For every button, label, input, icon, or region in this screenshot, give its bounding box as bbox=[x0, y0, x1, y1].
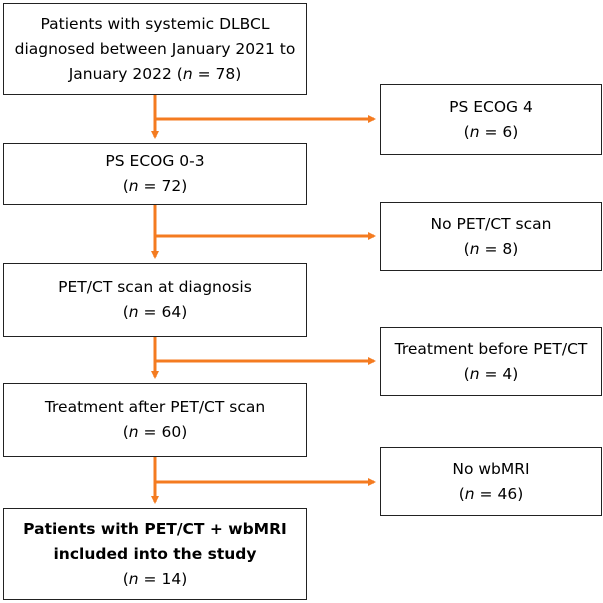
box-exclusion-ps-ecog-4: PS ECOG 4 (n = 6) bbox=[380, 84, 602, 155]
box-treatment-after-pet-ct-label: Treatment after PET/CT scan bbox=[44, 398, 266, 416]
box-treatment-after-pet-ct: Treatment after PET/CT scan (n = 60) bbox=[3, 383, 307, 457]
box-exclusion-no-pet-ct: No PET/CT scan (n = 8) bbox=[380, 202, 602, 271]
box-exclusion-treatment-before-label: Treatment before PET/CT bbox=[394, 339, 588, 358]
box-exclusion-no-wbmri: No wbMRI (n = 46) bbox=[380, 447, 602, 516]
box-exclusion-no-wbmri-label: No wbMRI bbox=[452, 459, 530, 478]
box-treatment-after-pet-ct-count: (n = 60) bbox=[122, 423, 188, 441]
box-exclusion-no-pet-ct-label: No PET/CT scan bbox=[430, 214, 552, 233]
box-included-patients: Patients with PET/CT + wbMRI included in… bbox=[3, 508, 307, 600]
box-included-patients-count: (n = 14) bbox=[122, 569, 188, 588]
box-patients-diagnosed-line-3: January 2022 (n = 78) bbox=[68, 64, 242, 83]
box-exclusion-treatment-before-count: (n = 4) bbox=[463, 364, 519, 383]
box-pet-ct-at-diagnosis-count: (n = 64) bbox=[122, 303, 188, 321]
box-exclusion-ps-ecog-4-label: PS ECOG 4 bbox=[449, 97, 533, 116]
box-included-patients-line-2: included into the study bbox=[53, 544, 257, 563]
box-exclusion-no-pet-ct-count: (n = 8) bbox=[463, 239, 519, 258]
box-ps-ecog-0-3: PS ECOG 0-3 (n = 72) bbox=[3, 143, 307, 205]
box-exclusion-treatment-before: Treatment before PET/CT (n = 4) bbox=[380, 327, 602, 396]
box-ps-ecog-0-3-label: PS ECOG 0-3 bbox=[105, 152, 205, 170]
box-exclusion-ps-ecog-4-count: (n = 6) bbox=[463, 122, 519, 141]
box-included-patients-line-1: Patients with PET/CT + wbMRI bbox=[23, 519, 287, 538]
box-pet-ct-at-diagnosis: PET/CT scan at diagnosis (n = 64) bbox=[3, 263, 307, 337]
box-patients-diagnosed-line-2: diagnosed between January 2021 to bbox=[14, 39, 296, 58]
box-patients-diagnosed: Patients with systemic DLBCL diagnosed b… bbox=[3, 3, 307, 95]
box-patients-diagnosed-line-1: Patients with systemic DLBCL bbox=[40, 14, 270, 33]
box-ps-ecog-0-3-count: (n = 72) bbox=[122, 177, 188, 195]
box-exclusion-no-wbmri-count: (n = 46) bbox=[458, 484, 524, 503]
box-pet-ct-at-diagnosis-label: PET/CT scan at diagnosis bbox=[58, 278, 252, 296]
